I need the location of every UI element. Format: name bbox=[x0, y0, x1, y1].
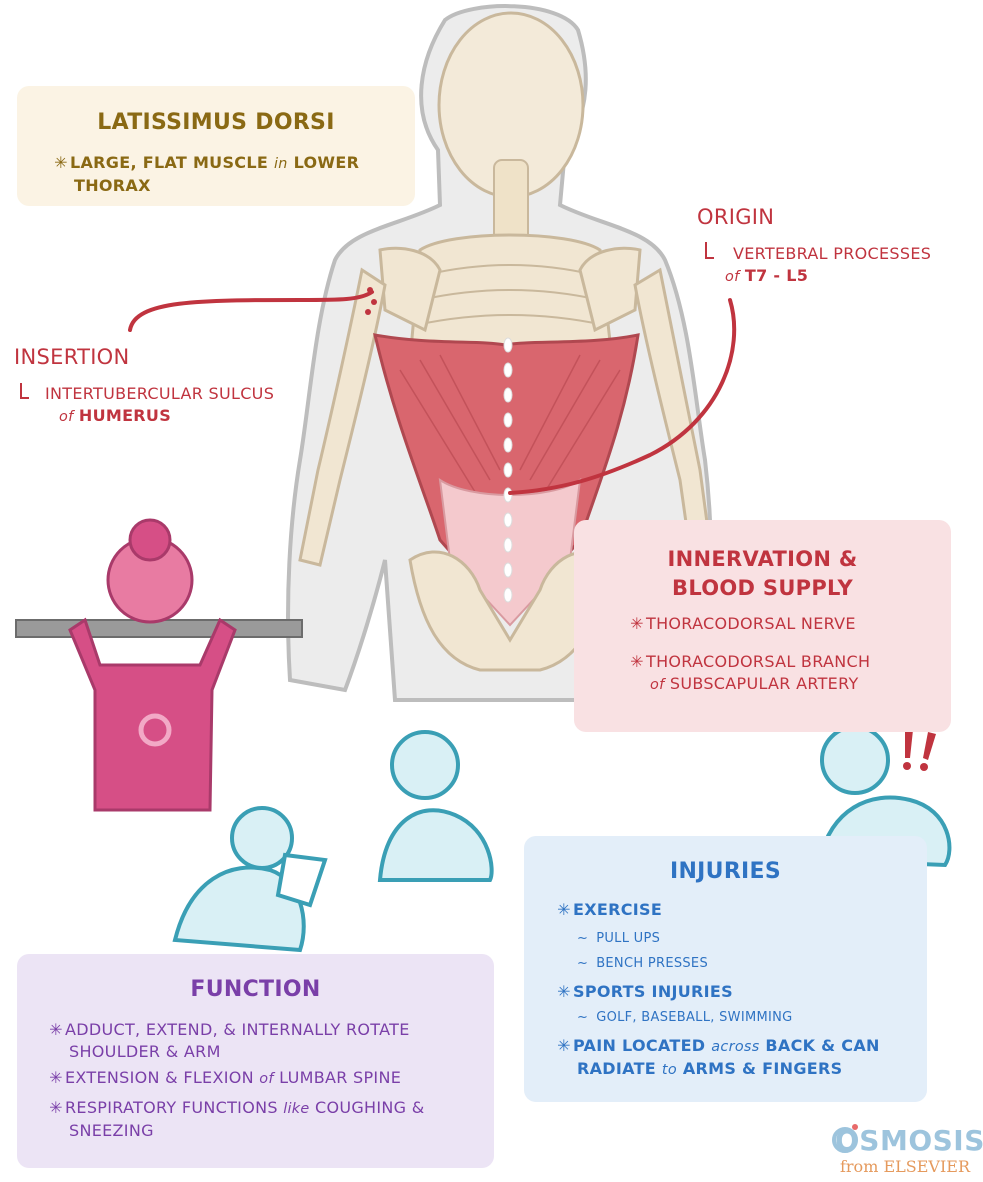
coughing-figure bbox=[377, 730, 494, 882]
star-icon: ✳ bbox=[557, 900, 571, 919]
insertion-leader bbox=[128, 290, 374, 332]
right-scapula bbox=[578, 246, 642, 333]
star-icon: ✳ bbox=[49, 1098, 63, 1117]
function-box bbox=[17, 954, 494, 1168]
injury-sports-list: ~GOLF, BASEBALL, SWIMMING bbox=[577, 1010, 793, 1025]
osmosis-logo: OSMOSIS from ELSEVIER bbox=[835, 1124, 983, 1176]
origin-leader bbox=[508, 298, 737, 495]
ribcage bbox=[408, 233, 614, 362]
sneezing-figure bbox=[172, 806, 328, 953]
star-icon: ✳ bbox=[54, 153, 68, 172]
insertion-title: INSERTION bbox=[14, 345, 130, 369]
innervation-box bbox=[574, 520, 951, 732]
injuries-box bbox=[524, 836, 927, 1102]
injury-exercise: ✳EXERCISE bbox=[557, 900, 662, 919]
star-icon: ✳ bbox=[630, 614, 644, 633]
star-icon: ✳ bbox=[557, 1036, 571, 1055]
osmosis-logo-mark bbox=[832, 1127, 858, 1153]
injury-bench: ~BENCH PRESSES bbox=[577, 956, 709, 971]
star-icon: ✳ bbox=[49, 1020, 63, 1039]
logo-brand: OSMOSIS bbox=[835, 1124, 983, 1157]
innervation-title: INNERVATION &BLOOD SUPPLY bbox=[667, 547, 858, 600]
innervation-item-1: ✳THORACODORSAL NERVE bbox=[630, 614, 856, 633]
latissimus-box bbox=[17, 86, 415, 206]
function-item-3: ✳RESPIRATORY FUNCTIONS like COUGHING &SN… bbox=[49, 1097, 425, 1142]
star-icon: ✳ bbox=[630, 652, 644, 671]
star-icon: ✳ bbox=[557, 982, 571, 1001]
latissimus-title: LATISSIMUS DORSI bbox=[97, 110, 335, 135]
injury-sports: ✳SPORTS INJURIES bbox=[557, 982, 733, 1001]
star-icon: ✳ bbox=[49, 1068, 63, 1087]
injuries-title: INJURIES bbox=[669, 859, 782, 884]
injury-pull-ups: ~PULL UPS bbox=[577, 931, 661, 946]
left-scapula bbox=[378, 246, 442, 333]
function-title: FUNCTION bbox=[190, 977, 321, 1002]
origin-title: ORIGIN bbox=[697, 205, 775, 229]
thoracolumbar-fascia bbox=[438, 477, 582, 627]
logo-from: from ELSEVIER bbox=[839, 1157, 970, 1176]
function-item-2: ✳EXTENSION & FLEXION of LUMBAR SPINE bbox=[49, 1068, 401, 1087]
